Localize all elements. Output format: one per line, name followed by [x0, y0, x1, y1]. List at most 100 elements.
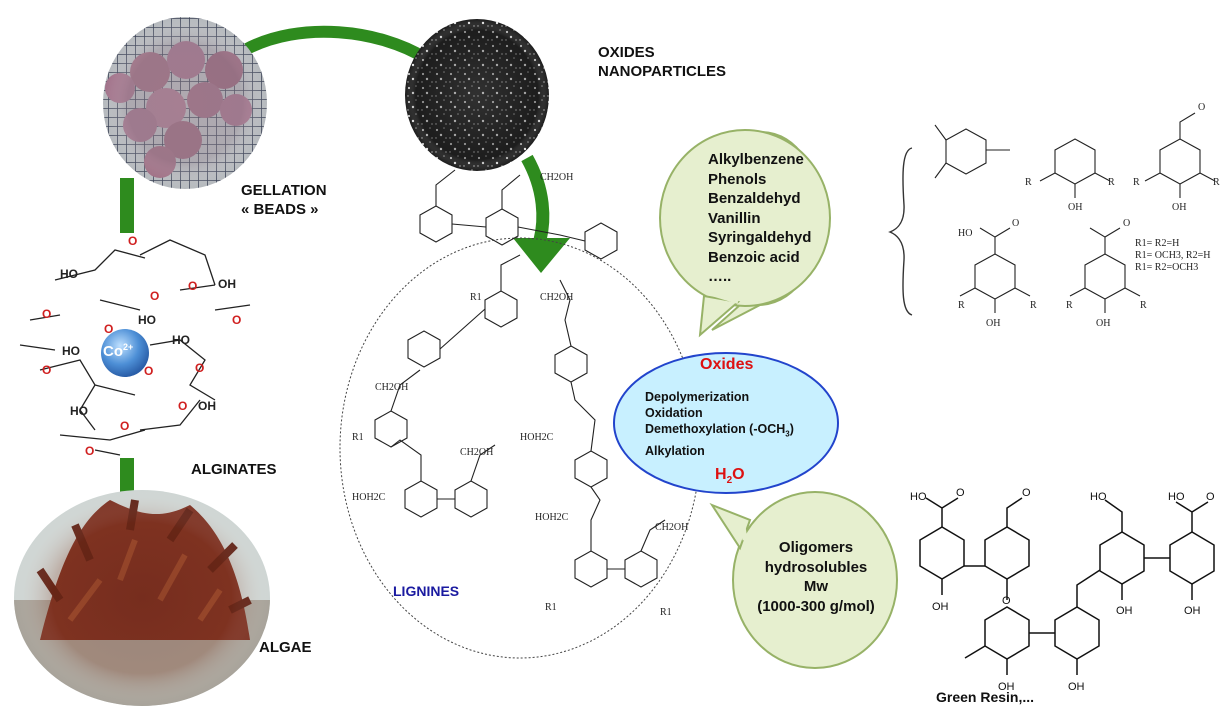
svg-text:HO: HO — [958, 228, 972, 239]
gellation-label-line2: « BEADS » — [241, 201, 319, 218]
svg-text:OH: OH — [998, 681, 1015, 693]
algae-photo — [14, 490, 270, 706]
product-item: Benzoic acid — [708, 248, 800, 266]
svg-text:HOH2C: HOH2C — [520, 432, 554, 443]
svg-text:CH2OH: CH2OH — [375, 382, 408, 393]
product-item: Vanillin — [708, 209, 761, 227]
process-step: Demethoxylation (-OCH3) — [645, 421, 794, 443]
svg-text:O: O — [1206, 491, 1215, 503]
svg-text:HOH2C: HOH2C — [535, 512, 569, 523]
svg-text:OH: OH — [1116, 605, 1133, 617]
product-structures — [934, 112, 1216, 313]
arrow-nano-to-lignin — [521, 154, 550, 242]
svg-text:O: O — [178, 399, 187, 413]
svg-text:R: R — [1133, 177, 1140, 188]
svg-text:O: O — [232, 313, 241, 327]
connector-alginate-algae — [120, 458, 134, 498]
process-step: Depolymerization — [645, 390, 750, 404]
oxides-nanoparticles-label: OXIDES NANOPARTICLES — [598, 43, 726, 81]
cobalt-ion — [101, 329, 149, 377]
svg-text:OH: OH — [1068, 202, 1082, 213]
connector-beads-alginate — [120, 178, 134, 233]
svg-text:CH2OH: CH2OH — [540, 172, 573, 183]
svg-text:HO: HO — [138, 313, 156, 327]
substituent-line: R1= R2=H — [1135, 238, 1180, 249]
svg-text:OH: OH — [932, 601, 949, 613]
svg-text:O: O — [85, 444, 94, 458]
nanoparticles-photo — [405, 19, 549, 171]
water-o: O — [732, 466, 745, 483]
cobalt-symbol: Co — [103, 343, 123, 360]
product-brace — [888, 147, 913, 316]
svg-text:HO: HO — [60, 267, 78, 281]
arrow-beads-to-nano — [242, 25, 429, 64]
svg-text:HO: HO — [172, 333, 190, 347]
svg-text:O: O — [150, 289, 159, 303]
beads-photo — [103, 17, 267, 189]
svg-text:R: R — [1030, 300, 1037, 311]
substituent-line: R1= OCH3, R2=H — [1135, 250, 1211, 261]
oligomer-line: Oligomers — [778, 539, 854, 556]
oligomer-line: (1000-300 g/mol) — [757, 597, 875, 615]
svg-text:R: R — [958, 300, 965, 311]
svg-text:R1: R1 — [660, 607, 672, 618]
svg-text:HO: HO — [1090, 491, 1107, 503]
svg-text:OH: OH — [198, 399, 216, 413]
alginates-label: ALGINATES — [191, 461, 277, 478]
product-item: Syringaldehyd — [708, 229, 812, 246]
svg-text:O: O — [1012, 218, 1019, 229]
svg-text:R1: R1 — [545, 602, 557, 613]
process-step: Alkylation — [645, 443, 705, 458]
svg-text:O: O — [120, 419, 129, 433]
oxides-title: Oxides — [700, 356, 754, 373]
process-steps: Depolymerization Oxidation Demethoxylati… — [645, 389, 794, 459]
svg-text:R: R — [1140, 300, 1147, 311]
svg-text:R1: R1 — [352, 432, 364, 443]
algae-label: ALGAE — [259, 639, 312, 656]
green-resin-structure — [919, 497, 1215, 675]
svg-text:OH: OH — [1068, 681, 1085, 693]
svg-text:OH: OH — [1096, 318, 1110, 329]
demeth-sub: 3 — [785, 429, 790, 439]
alginate-structure — [19, 239, 251, 456]
svg-text:O: O — [195, 361, 204, 375]
svg-text:CH2OH: CH2OH — [540, 292, 573, 303]
svg-text:CH2OH: CH2OH — [460, 447, 493, 458]
lignines-label: LIGNINES — [393, 583, 460, 599]
svg-text:O: O — [956, 487, 965, 499]
water-label: H2O — [715, 466, 745, 486]
oligomer-line: Mw — [803, 578, 829, 595]
svg-text:O: O — [144, 364, 153, 378]
svg-text:OH: OH — [1184, 605, 1201, 617]
svg-text:O: O — [1198, 102, 1205, 113]
oxides-label-line2: NANOPARTICLES — [598, 63, 727, 80]
substituent-line: R1= R2=OCH3 — [1135, 262, 1199, 273]
oligomer-line: hydrosolubles — [764, 558, 868, 576]
cobalt-charge: 2+ — [123, 342, 134, 352]
svg-text:O: O — [128, 234, 137, 248]
cobalt-label: Co2+ — [103, 342, 133, 360]
products-bubble-body — [659, 129, 831, 307]
water-h: H — [715, 466, 727, 483]
svg-text:CH2OH: CH2OH — [655, 522, 688, 533]
svg-text:O: O — [1123, 218, 1130, 229]
products-list: Alkylbenzene Phenols Benzaldehyd Vanilli… — [708, 150, 811, 287]
svg-text:O: O — [42, 363, 51, 377]
water-sub: 2 — [726, 475, 733, 487]
product-item: Alkylbenzene — [708, 151, 804, 168]
svg-text:R1: R1 — [470, 292, 482, 303]
oligomers-bubble — [732, 491, 898, 669]
svg-text:O: O — [104, 322, 113, 336]
product-item: ….. — [708, 268, 732, 285]
svg-text:R: R — [1066, 300, 1073, 311]
svg-text:OH: OH — [218, 277, 236, 291]
product-item: Phenols — [708, 170, 767, 188]
svg-text:HO: HO — [910, 491, 927, 503]
demeth-end: ) — [789, 422, 794, 436]
gellation-label-line1: GELLATION — [241, 182, 327, 199]
svg-text:O: O — [188, 279, 197, 293]
